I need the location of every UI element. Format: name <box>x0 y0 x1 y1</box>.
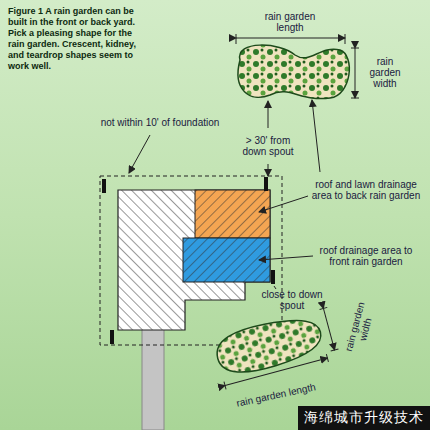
dimension-label: rain garden width <box>363 56 408 89</box>
front-drainage-area <box>183 238 270 282</box>
watermark-band: 海绵城市升级技术 <box>298 406 430 430</box>
back-rain-garden <box>238 45 349 99</box>
distance-note: > 30' from down spout <box>237 135 299 157</box>
setback-line <box>100 176 282 345</box>
back-drainage-area <box>195 190 270 238</box>
house <box>118 190 270 330</box>
house-hatch <box>118 190 270 330</box>
watermark-text: 海绵城市升级技术 <box>304 409 424 427</box>
area-label: roof drainage area to front rain garden <box>316 245 416 267</box>
downspouts <box>104 177 273 344</box>
placement-note: close to down spout <box>261 289 323 311</box>
dimension-label: rain garden length <box>255 11 325 33</box>
setback-note: not within 10' of foundation <box>100 117 220 128</box>
dimension-label: rain garden width <box>342 296 379 360</box>
figure-caption: Figure 1 A rain garden can be built in t… <box>8 6 136 72</box>
driveway <box>142 328 164 430</box>
front-rain-garden <box>212 310 326 380</box>
area-label: roof and lawn drainage area to back rain… <box>311 179 421 201</box>
